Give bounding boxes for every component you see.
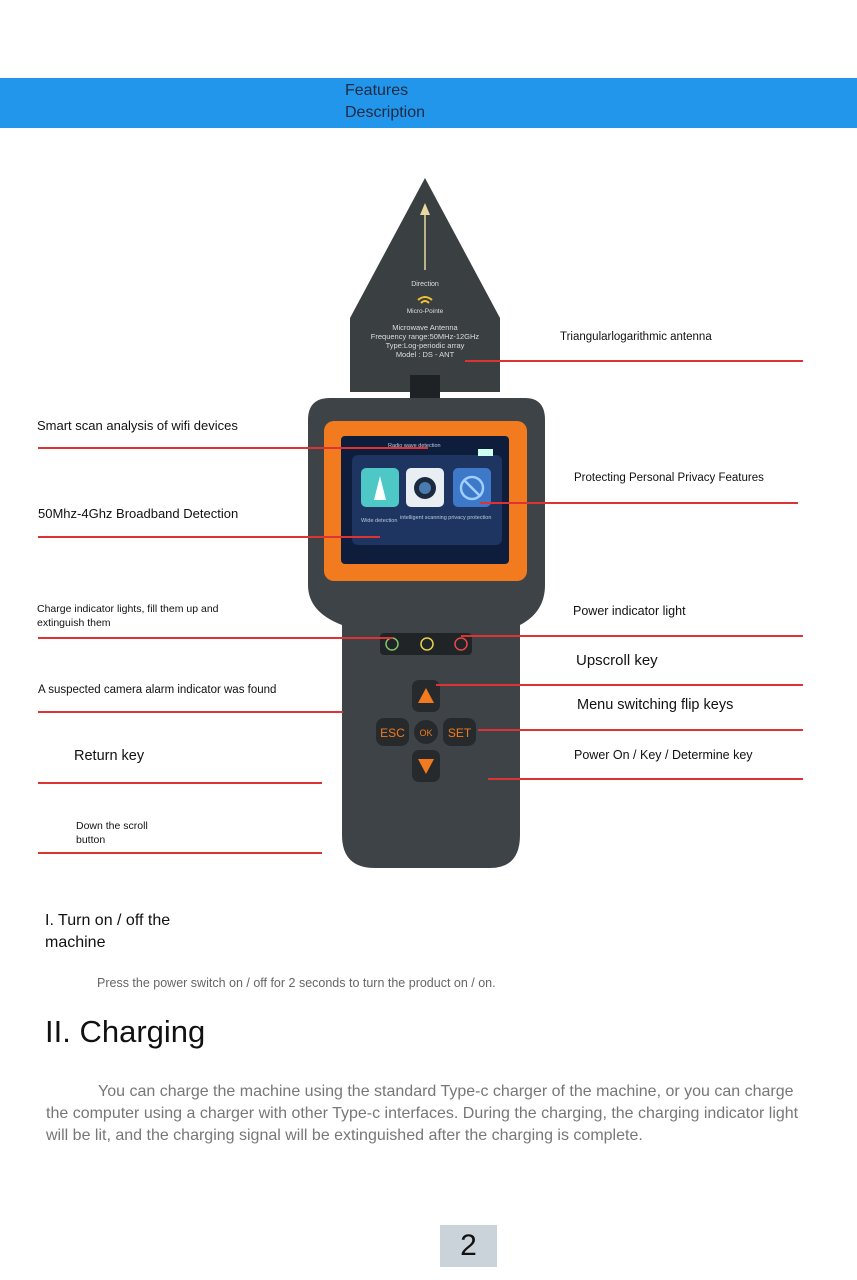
screen-left-caption: Wide detection xyxy=(361,518,397,524)
ok-power-button[interactable] xyxy=(414,720,438,744)
leader-menu-flip xyxy=(478,729,803,731)
callout-privacy: Protecting Personal Privacy Features xyxy=(574,472,764,484)
callout-power-key: Power On / Key / Determine key xyxy=(574,748,753,762)
down-arrow-icon xyxy=(418,759,434,774)
callout-antenna: Triangularlogarithmic antenna xyxy=(560,331,712,343)
leader-power-key xyxy=(488,778,803,780)
leader-antenna xyxy=(465,360,803,362)
section1-text: Press the power switch on / off for 2 se… xyxy=(97,976,496,990)
set-button[interactable] xyxy=(443,718,476,746)
callout-wifi-scan: Smart scan analysis of wifi devices xyxy=(37,418,238,433)
callout-camera-alarm: A suspected camera alarm indicator was f… xyxy=(38,684,277,696)
antenna-frequency-text: Frequency range:50MHz-12GHz xyxy=(371,332,480,341)
header-banner xyxy=(0,78,857,128)
section1-heading-line1: I. Turn on / off the xyxy=(45,912,171,929)
antenna-type-text: Type:Log-periodic array xyxy=(386,341,465,350)
wifi-icon xyxy=(417,296,433,301)
leader-charge-light xyxy=(38,637,393,639)
esc-button-label: ESC xyxy=(380,726,405,740)
leader-return xyxy=(38,782,322,784)
callout-power-light: Power indicator light xyxy=(573,604,686,618)
page-number: 2 xyxy=(440,1225,497,1267)
antenna-shape xyxy=(350,178,500,392)
section2-heading: II. Charging xyxy=(45,1014,206,1049)
screen-mid-caption: intelligent scanning privacy protection xyxy=(400,515,491,521)
callout-broadband: 50Mhz-4Ghz Broadband Detection xyxy=(38,506,239,521)
antenna-microwave-text: Microwave Antenna xyxy=(392,323,458,332)
callout-charge-light: Charge indicator lights, fill them up an… xyxy=(37,603,219,629)
section1-heading-line2: machine xyxy=(45,934,106,951)
leader-privacy xyxy=(480,502,798,504)
esc-button[interactable] xyxy=(376,718,409,746)
leader-camera-alarm xyxy=(38,711,343,713)
detector-device-illustration: Direction Micro-Pointe Microwave Antenna… xyxy=(308,178,545,868)
antenna-direction-text: Direction xyxy=(411,281,439,288)
antenna-micro-text: Micro-Pointe xyxy=(407,308,444,315)
up-arrow-icon xyxy=(418,688,434,703)
section1-heading: I. Turn on / off the machine xyxy=(45,910,170,954)
alarm-indicator-light xyxy=(420,637,434,651)
screen-header-text: Radio wave detection xyxy=(388,443,441,449)
antenna-model-text: Model : DS - ANT xyxy=(396,350,455,359)
callout-menu-flip: Menu switching flip keys xyxy=(577,697,734,713)
callout-upscroll: Upscroll key xyxy=(576,652,658,669)
page-title: Features Description xyxy=(345,82,426,121)
set-button-label: SET xyxy=(448,726,472,740)
leader-wifi-scan xyxy=(38,447,428,449)
leader-broadband xyxy=(38,536,380,538)
ok-button-label: OK xyxy=(419,728,432,738)
callout-down-scroll: Down the scroll button xyxy=(76,820,148,846)
leader-upscroll xyxy=(436,684,803,686)
leader-power-light xyxy=(461,635,803,637)
callout-return-key: Return key xyxy=(74,748,145,764)
power-indicator-light xyxy=(454,637,468,651)
section2-text: You can charge the machine using the sta… xyxy=(46,1083,799,1144)
leader-down-scroll xyxy=(38,852,322,854)
